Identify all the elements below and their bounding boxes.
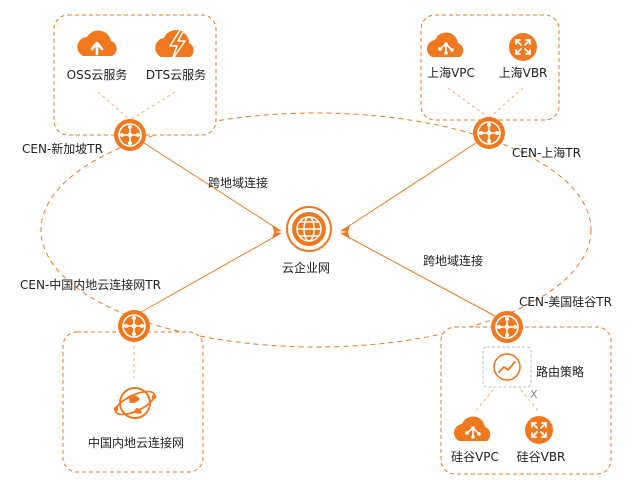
cross-region-links	[133, 140, 496, 317]
label-cen-siliconvalley-tr: CEN-美国硅谷TR	[519, 295, 612, 309]
label-route-policy: 路由策略	[536, 365, 585, 379]
label-shanghai-vpc: 上海VPC	[427, 66, 475, 80]
label-cross-region-top: 跨地域连接	[208, 176, 269, 190]
label-siliconvalley-vpc: 硅谷VPC	[451, 450, 499, 464]
region-box-china	[62, 331, 204, 473]
feeder-lines	[97, 87, 540, 413]
label-cen-shanghai-tr: CEN-上海TR	[512, 146, 581, 160]
blocked-mark: X	[530, 388, 538, 401]
label-dts-service: DTS云服务	[145, 68, 207, 82]
label-cen-center: 云企业网	[281, 261, 331, 275]
label-cen-china-tr: CEN-中国内地云连接网TR	[20, 278, 161, 292]
label-china-cloud-network: 中国内地云连接网	[87, 436, 185, 450]
label-oss-service: OSS云服务	[66, 68, 128, 82]
label-cen-singapore-tr: CEN-新加坡TR	[22, 142, 103, 156]
cen-ring	[40, 112, 592, 348]
route-policy-box	[482, 346, 532, 388]
link-arrowheads	[272, 225, 350, 239]
label-siliconvalley-vbr: 硅谷VBR	[516, 450, 566, 464]
label-cross-region-bottom: 跨地域连接	[423, 254, 484, 268]
label-shanghai-vbr: 上海VBR	[498, 66, 548, 80]
